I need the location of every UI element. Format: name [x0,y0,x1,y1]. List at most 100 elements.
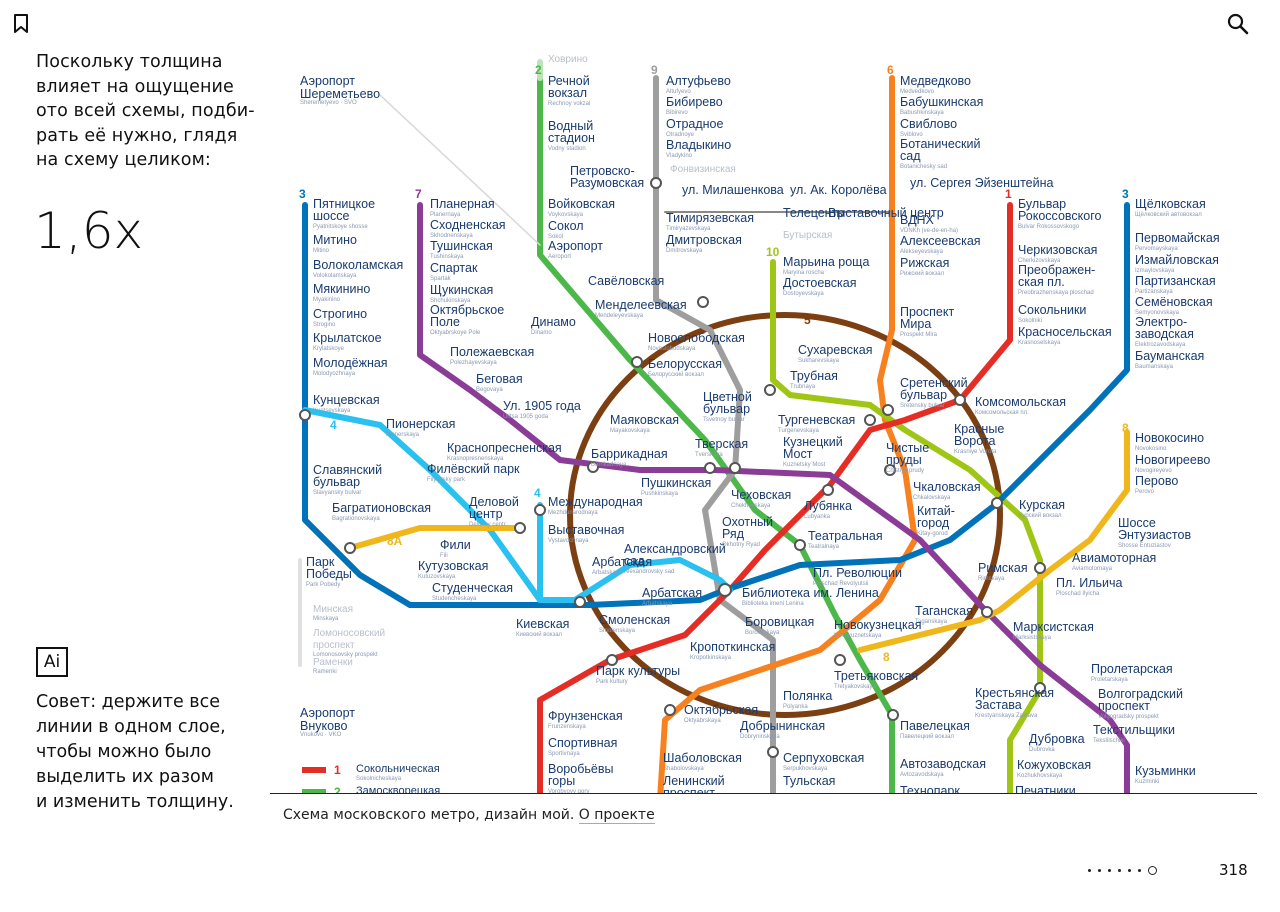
station-tushinskaya-sub: Tushinskaya [430,254,464,260]
station-vodny-sub: Vodny stadion [548,146,586,152]
station-baumanskaya: Бауманская [1135,349,1204,363]
pagination-dot-current[interactable] [1148,866,1157,875]
station-ul1905: Ул. 1905 года [503,399,581,413]
bookmark-icon[interactable] [13,14,29,34]
station-studencheskaya-sub: Studencheskaya [432,596,477,602]
line-6-number: 6 [887,63,894,77]
station-oktyabrskaya-sub: Oktyabrskaya [684,718,721,724]
station-butyrskaya: Бутырская [783,230,832,241]
station-alekseevskaya: Алексеевская [900,234,981,248]
station-dmitrovskaya: Дмитровская [666,233,742,247]
station-rizhskaya: Рижская [900,256,949,270]
station-semyonovskaya-sub: Semyonovskaya [1135,310,1180,316]
station-alekseevskaya-sub: Alekseyevskaya [900,249,944,255]
station-shchukinskaya-sub: Shchukinskaya [430,298,471,304]
station-ramenki: Раменки [313,657,353,668]
airport-sheremetyevo-sub: Sheremetyevo · SVO [300,100,357,106]
station-khovrino: Ховрино [548,54,588,65]
station-proletarskaya: Пролетарская [1091,662,1173,676]
station-timiryazevskaya-sub: Timiryazevskaya [666,226,711,232]
search-icon[interactable] [1226,12,1250,36]
station-tushinskaya: Тушинская [430,239,493,253]
intro-text: Поскольку толщина влияет на ощущение ото… [36,52,255,170]
line-8a-path [347,525,523,551]
station-proletarskaya-sub: Proletarskaya [1091,677,1128,683]
station-mezhdunarodnaya-sub: Mezhdunarodnaya [548,510,598,516]
scale-value: 1,6x [34,202,144,260]
station-smolenskaya: Смоленская [599,613,670,627]
station-sokol-sub: Sokol [548,234,563,240]
station-dostoevskaya-sub: Dostoyevskaya [783,291,824,297]
station-krylatskoe: Крылатское [313,331,382,345]
station-volgogradsky-sub: Volgogradsky prospekt [1098,714,1159,720]
station-preobrazhenskaya: Преображен-ская пл. [1018,263,1095,289]
pagination-dot[interactable] [1138,869,1141,872]
station-serpukhovskaya-sub: Serpukhovskaya [783,766,828,772]
station-lubyanka: Лубянка [804,499,852,513]
station-medvedkovo: Медведково [900,74,971,88]
pagination-dot[interactable] [1098,869,1101,872]
station-sviblovo: Свиблово [900,117,957,131]
station-mayakovskaya: Маяковская [610,413,679,427]
pagination-dot[interactable] [1108,869,1111,872]
station-dmitrovskaya-sub: Dmitrovskaya [666,248,703,254]
legend-1-num: 1 [334,763,341,777]
line-3w-number: 3 [299,187,306,201]
station-kurskaya: Курская [1019,498,1065,512]
station-mitino-sub: Mitino [313,248,330,254]
line-5-ring [567,312,1003,718]
station-aviamotornaya-sub: Aviamotornaya [1072,566,1113,572]
station-kievskaya-sub: Киевский вокзал [516,631,563,638]
pagination-dot[interactable] [1128,869,1131,872]
station-vystavochnaya-sub: Vystavochnaya [548,538,589,544]
station-kozhukhovskaya-sub: Kozhukhovskaya [1017,773,1063,779]
station-planernaya: Планерная [430,197,495,211]
line-7-number: 7 [415,187,422,201]
pagination-dot[interactable] [1088,869,1091,872]
station-mayakovskaya-sub: Mayakovskaya [610,428,650,434]
station-marksistskaya-sub: Marksistskaya [1013,635,1052,641]
station-sportivnaya-sub: Sportivnaya [548,751,580,757]
station-minskaya: Минская [313,604,353,615]
station-kurskaya-sub: Курский вокзал [1019,512,1062,519]
station-krasnye-vorota-sub: Krasniye Vorota [954,449,997,455]
station-vystavochny: Выставочный центр [828,206,944,220]
station-barrikadnaya: Баррикадная [591,447,668,461]
station-taganskaya: Таганская [915,604,973,618]
station-novokuznetskaya-sub: Novokuznetskaya [834,633,882,639]
station-dubrovka: Дубровка [1029,732,1085,746]
station-voykovskaya: Войковская [548,197,615,211]
station-avtozavodskaya-sub: Avtozavodskaya [900,772,944,778]
station-vdnkh: ВДНХ [900,213,935,227]
station-sportivnaya: Спортивная [548,736,617,750]
station-polyanka-sub: Polyanka [783,704,808,710]
station-perovo-sub: Perovo [1135,489,1155,495]
station-vladykino-sub: Vladykino [666,153,693,159]
airport-link [379,94,541,246]
station-mezhdunarodnaya: Международная [548,495,643,509]
station-skhodnenskaya: Сходненская [430,218,506,232]
pagination-dot[interactable] [1118,869,1121,872]
station-vystavochnaya: Выставочная [548,523,624,537]
station-spartak: Спартак [430,261,478,275]
station-sukharevskaya: Сухаревская [798,343,872,357]
station-volokolamskaya: Волоколамская [313,258,403,272]
station-bibirevo: Бибирево [666,95,723,109]
line-2-path [537,75,895,793]
station-savyolovskaya: Савёловская [588,274,664,288]
line-4-path [302,407,733,603]
station-aeroport: Аэропорт [548,239,603,253]
station-dostoevskaya: Достоевская [783,276,857,290]
station-kievskaya: Киевская [516,617,569,631]
line-1-number: 1 [1005,187,1012,201]
line-8e-path [857,429,1130,653]
about-project-link[interactable]: О проекте [578,807,655,824]
